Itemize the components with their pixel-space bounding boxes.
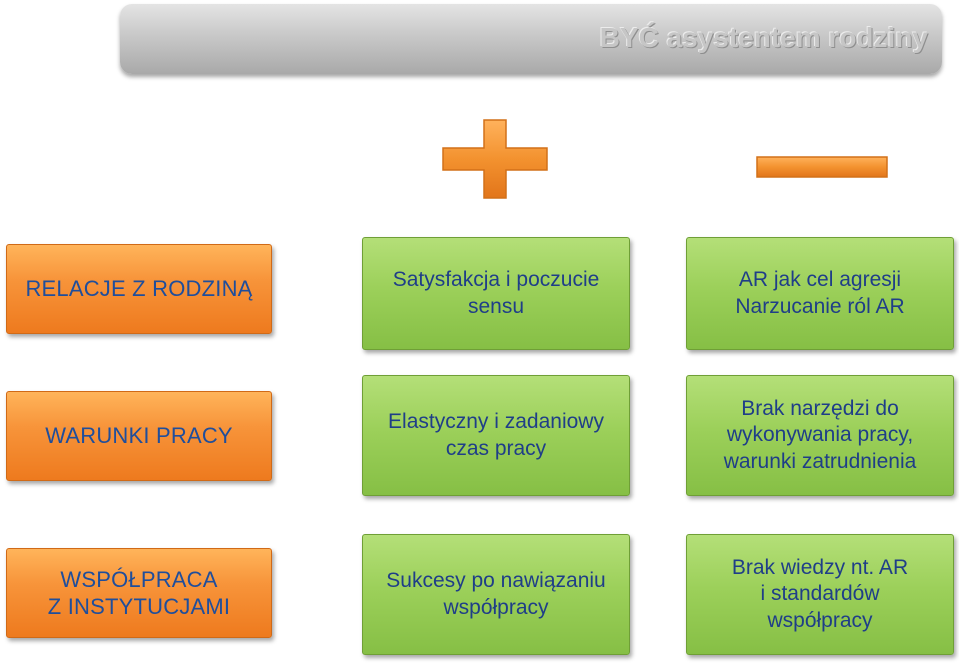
negative-label: Brak narzędzi do wykonywania pracy, waru… [723,397,917,473]
positive-relacje: Satysfakcja i poczucie sensu [362,237,630,350]
negative-wspolpraca: Brak wiedzy nt. AR i standardów współpra… [686,534,954,655]
positive-label: Satysfakcja i poczucie sensu [392,268,600,318]
category-label: RELACJE Z RODZINĄ [25,276,253,302]
category-label: WSPÓŁPRACA Z INSTYTUCJAMI [47,566,231,620]
slide-title: BYĆ asystentem rodziny [599,22,928,53]
positive-label: Elastyczny i zadaniowy czas pracy [388,410,604,460]
negative-label: Brak wiedzy nt. AR i standardów współpra… [731,556,909,632]
positive-wspolpraca: Sukcesy po nawiązaniu współpracy [362,534,630,655]
title-banner: BYĆ asystentem rodziny [120,4,942,74]
negative-label: AR jak cel agresji Narzucanie ról AR [735,268,905,318]
positive-label: Sukcesy po nawiązaniu współpracy [386,569,606,619]
minus-icon [756,156,888,178]
plus-icon [442,119,548,199]
category-wspolpraca: WSPÓŁPRACA Z INSTYTUCJAMI [6,548,272,638]
category-warunki-pracy: WARUNKI PRACY [6,391,272,481]
negative-relacje: AR jak cel agresji Narzucanie ról AR [686,237,954,350]
positive-warunki: Elastyczny i zadaniowy czas pracy [362,375,630,496]
category-relacje-z-rodzina: RELACJE Z RODZINĄ [6,244,272,334]
category-label: WARUNKI PRACY [45,423,233,449]
negative-warunki: Brak narzędzi do wykonywania pracy, waru… [686,375,954,496]
